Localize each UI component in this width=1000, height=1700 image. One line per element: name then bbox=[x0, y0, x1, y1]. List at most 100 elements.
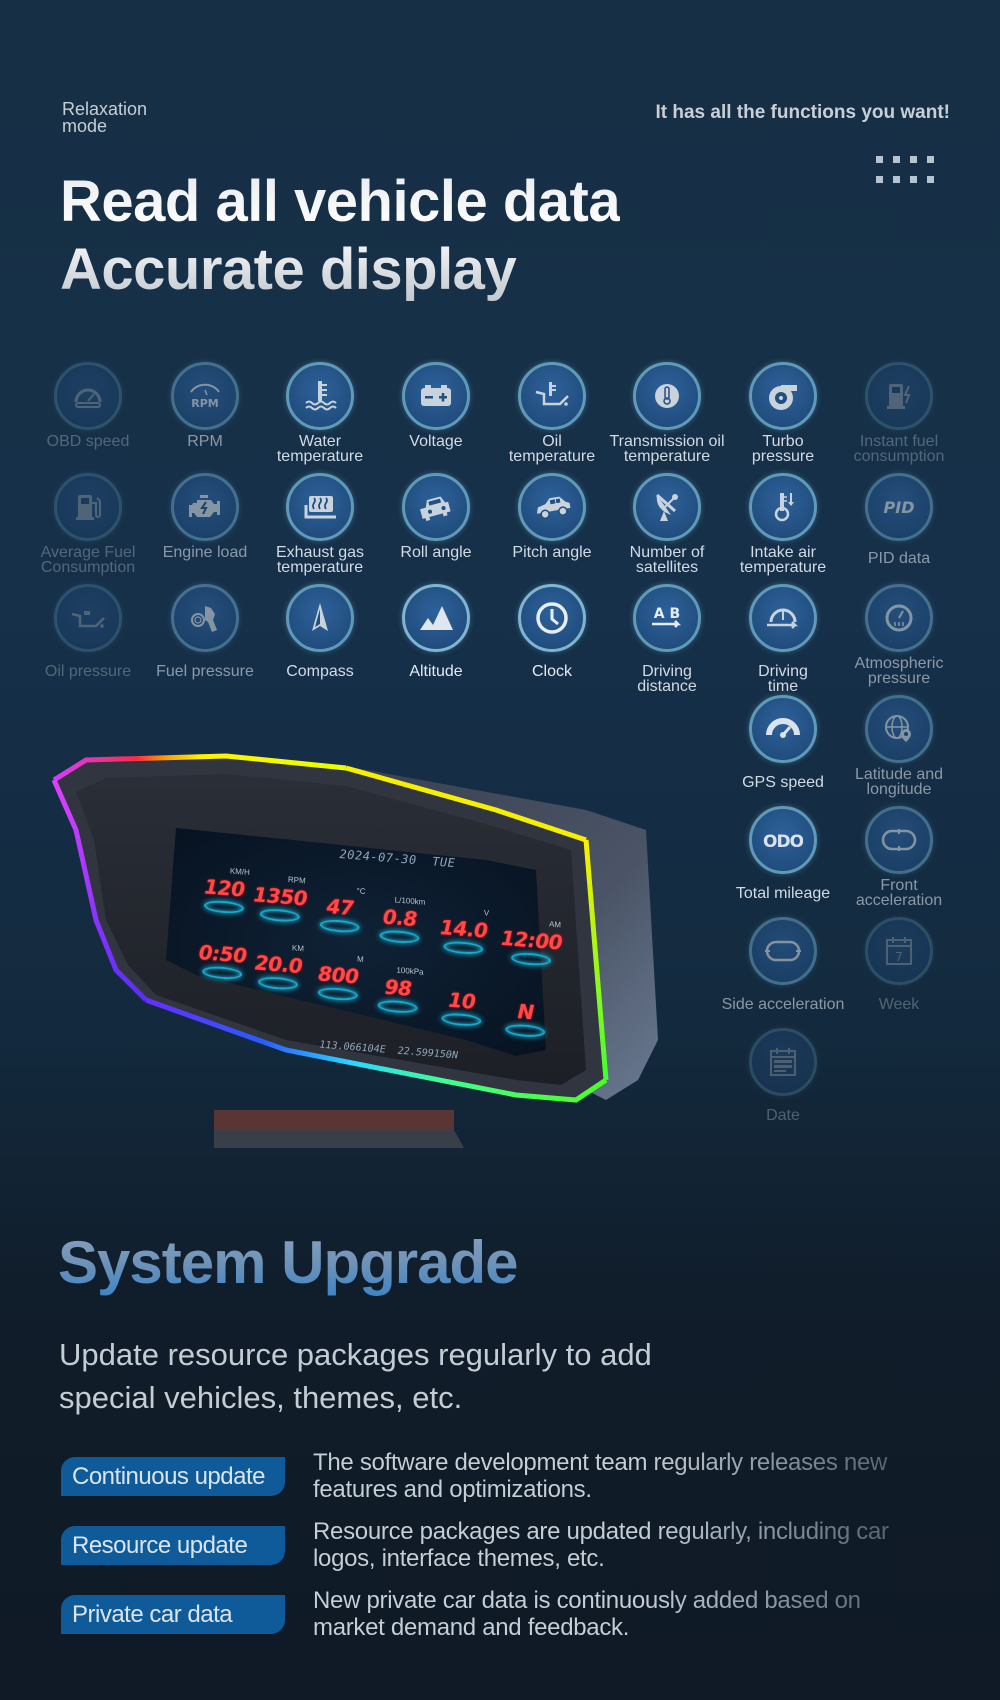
calendar-date-icon bbox=[749, 1028, 817, 1096]
feature-fuel-pressure: Fuel pressure bbox=[140, 584, 270, 680]
tagline: It has all the functions you want! bbox=[655, 102, 950, 123]
upgrade-item-private-car: Private car data New private car data is… bbox=[61, 1587, 961, 1647]
satellite-dish-icon bbox=[633, 473, 701, 541]
svg-text:RPM: RPM bbox=[191, 397, 218, 410]
calendar-week-icon: 7 bbox=[865, 917, 933, 985]
car-side-icon bbox=[518, 473, 586, 541]
speedometer-icon bbox=[54, 362, 122, 430]
feature-obd-speed: OBD speed bbox=[23, 362, 153, 450]
obd-hud-device bbox=[46, 750, 726, 1190]
private-car-data-badge: Private car data bbox=[61, 1595, 285, 1634]
transmission-thermometer-icon bbox=[633, 362, 701, 430]
screen-gauge-fuel: L/100km 0.8 bbox=[368, 893, 431, 945]
feature-pid-data: PID PID data bbox=[834, 473, 964, 567]
feature-oil-pressure: Oil pressure bbox=[23, 584, 153, 680]
screen-gauge-turbo: 100kPa 98 bbox=[366, 963, 429, 1015]
hero-title-line-1: Read all vehicle data bbox=[60, 169, 621, 234]
feature-compass: Compass bbox=[255, 584, 385, 680]
rpm-gauge-icon: RPM bbox=[171, 362, 239, 430]
screen-gauge-altitude: M 800 bbox=[307, 951, 370, 1003]
feature-gps-speed: GPS speed bbox=[718, 695, 848, 791]
decorative-dots-icon bbox=[876, 156, 934, 183]
screen-gauge-clock: AM 12:00 bbox=[496, 915, 567, 967]
gps-speedometer-icon bbox=[749, 695, 817, 763]
upgrade-item-resource: Resource update Resource packages are up… bbox=[61, 1518, 961, 1578]
gauge-arrow-icon bbox=[749, 584, 817, 652]
intake-thermometer-icon bbox=[749, 473, 817, 541]
feature-water-temperature: Water temperature bbox=[255, 362, 385, 465]
device-screen: 2024-07-30 TUE KM/H 120 RPM 1350 °C 47 L… bbox=[189, 822, 615, 1087]
system-upgrade-title: System Upgrade bbox=[58, 1229, 518, 1296]
ab-distance-icon: A B bbox=[633, 584, 701, 652]
screen-gauge-speed: KM/H 120 bbox=[193, 864, 256, 916]
pid-icon: PID bbox=[865, 473, 933, 541]
feature-side-acceleration: Side acceleration bbox=[718, 917, 848, 1013]
feature-exhaust-gas-temperature: Exhaust gas temperature bbox=[255, 473, 385, 576]
feature-date: Date bbox=[718, 1028, 848, 1124]
system-upgrade-subtitle: Update resource packages regularly to ad… bbox=[59, 1337, 652, 1415]
screen-gauge-water-temp: °C 47 bbox=[308, 883, 371, 935]
screen-gauge-satellites: 10 bbox=[430, 976, 493, 1028]
resource-update-description: Resource packages are updated regularly,… bbox=[313, 1518, 913, 1572]
feature-rpm: RPM RPM bbox=[140, 362, 270, 450]
engine-icon bbox=[171, 473, 239, 541]
feature-atmospheric-pressure: Atmospheric pressure bbox=[834, 584, 964, 687]
battery-icon bbox=[402, 362, 470, 430]
feature-average-fuel-consumption: Average Fuel Consumption bbox=[23, 473, 153, 576]
feature-instant-fuel-consumption: Instant fuel consumption bbox=[834, 362, 964, 465]
fuel-nozzle-gauge-icon bbox=[171, 584, 239, 652]
feature-number-of-satellites: Number of satellites bbox=[602, 473, 732, 576]
screen-gauge-driving-time: 0:50 bbox=[191, 930, 254, 982]
feature-clock: Clock bbox=[487, 584, 617, 680]
exhaust-heat-icon bbox=[286, 473, 354, 541]
screen-gauge-compass: N bbox=[494, 987, 557, 1039]
fuel-pump-lightning-icon bbox=[865, 362, 933, 430]
pressure-gauge-icon bbox=[865, 584, 933, 652]
upgrade-item-continuous: Continuous update The software developme… bbox=[61, 1449, 961, 1509]
feature-driving-time: Driving time bbox=[718, 584, 848, 695]
feature-turbo-pressure: Turbo pressure bbox=[718, 362, 848, 465]
hero-title: Read all vehicle data Accurate display bbox=[60, 168, 620, 304]
feature-week: 7 Week bbox=[834, 917, 964, 1013]
oil-temperature-icon bbox=[518, 362, 586, 430]
screen-gauge-rpm: RPM 1350 bbox=[249, 872, 312, 924]
mode-label: Relaxation mode bbox=[62, 99, 148, 136]
continuous-update-description: The software development team regularly … bbox=[313, 1449, 913, 1503]
odo-icon: ODO bbox=[749, 806, 817, 874]
feature-oil-temperature: Oil temperature bbox=[487, 362, 617, 465]
svg-text:ODO: ODO bbox=[763, 832, 803, 852]
globe-pin-icon bbox=[865, 695, 933, 763]
continuous-update-badge: Continuous update bbox=[61, 1457, 285, 1496]
feature-driving-distance: A B Driving distance bbox=[602, 584, 732, 695]
fuel-pump-icon bbox=[54, 473, 122, 541]
turbo-icon bbox=[749, 362, 817, 430]
water-temperature-icon bbox=[286, 362, 354, 430]
screen-gauge-voltage: V 14.0 bbox=[432, 904, 495, 956]
svg-text:A B: A B bbox=[654, 606, 680, 622]
feature-intake-air-temperature: Intake air temperature bbox=[718, 473, 848, 576]
feature-transmission-oil-temperature: Transmission oil temperature bbox=[602, 362, 732, 465]
hero-title-line-2: Accurate display bbox=[60, 237, 517, 302]
resource-update-badge: Resource update bbox=[61, 1526, 285, 1565]
feature-voltage: Voltage bbox=[371, 362, 501, 450]
feature-altitude: Altitude bbox=[371, 584, 501, 680]
compass-arrow-icon bbox=[286, 584, 354, 652]
side-acceleration-icon bbox=[749, 917, 817, 985]
car-front-icon bbox=[402, 473, 470, 541]
screen-date: 2024-07-30 TUE bbox=[339, 847, 456, 871]
screen-coordinates: 113.066104E 22.599150N bbox=[319, 1039, 459, 1062]
oil-can-icon bbox=[54, 584, 122, 652]
front-acceleration-icon bbox=[865, 806, 933, 874]
feature-front-acceleration: Front acceleration bbox=[834, 806, 964, 909]
mountain-icon bbox=[402, 584, 470, 652]
feature-pitch-angle: Pitch angle bbox=[487, 473, 617, 561]
private-car-data-description: New private car data is continuously add… bbox=[313, 1587, 913, 1641]
feature-engine-load: Engine load bbox=[140, 473, 270, 561]
clock-icon bbox=[518, 584, 586, 652]
svg-text:PID: PID bbox=[884, 498, 915, 517]
feature-total-mileage: ODO Total mileage bbox=[718, 806, 848, 902]
screen-gauge-distance: KM 20.0 bbox=[247, 940, 310, 992]
svg-text:7: 7 bbox=[895, 950, 903, 964]
feature-roll-angle: Roll angle bbox=[371, 473, 501, 561]
